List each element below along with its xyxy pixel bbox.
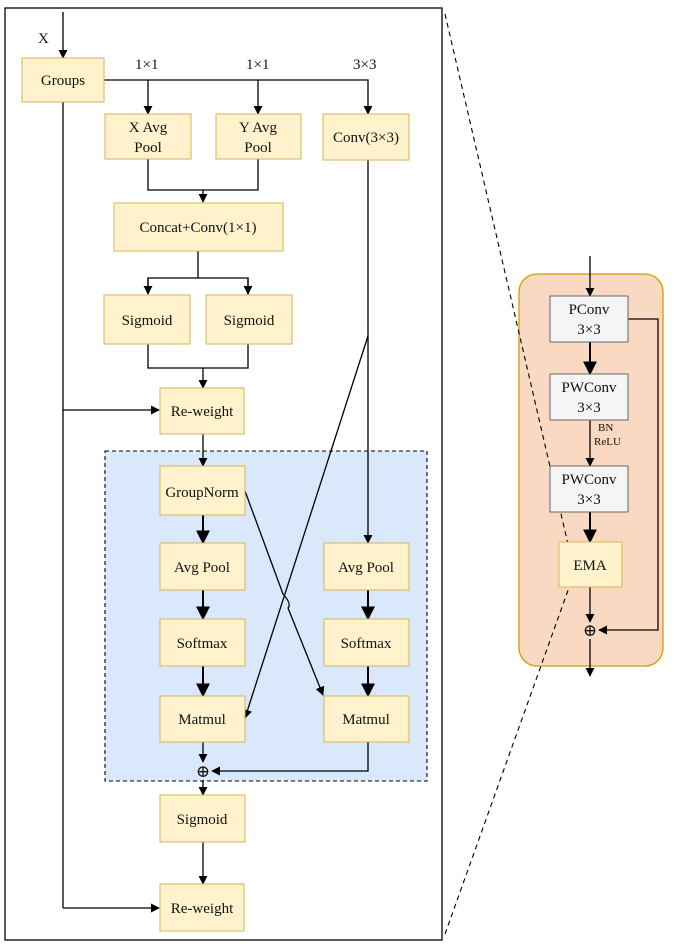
x-avg-pool-label-2: Pool	[134, 140, 162, 156]
sigmoid-bottom-label: Sigmoid	[177, 812, 228, 828]
block-connectors	[583, 256, 659, 677]
branch-label-1: 1×1	[135, 57, 158, 73]
node-conv3x3: Conv(3×3)	[322, 113, 410, 161]
reweight-top-label: Re-weight	[171, 404, 234, 420]
pconv-label-2: 3×3	[577, 322, 600, 338]
zoom-line-bottom	[444, 581, 572, 935]
zoom-line-top	[444, 13, 572, 558]
block-pwconv-2: PWConv 3×3	[549, 465, 629, 513]
concat-conv-label: Concat+Conv(1×1)	[140, 220, 257, 236]
node-softmax-left: Softmax	[159, 618, 246, 667]
node-avgpool-right: Avg Pool	[323, 542, 410, 591]
softmax-left-label: Softmax	[177, 636, 228, 652]
block-pwconv-1: PWConv 3×3	[549, 373, 629, 421]
node-reweight-top: Re-weight	[159, 387, 245, 435]
y-avg-pool-label-2: Pool	[244, 140, 272, 156]
block-plus-symbol: ⊕	[583, 621, 597, 640]
node-x-avg-pool: X Avg Pool	[104, 113, 192, 160]
matmul-right-label: Matmul	[342, 712, 390, 728]
branch-label-2: 1×1	[246, 57, 269, 73]
pwconv1-label-1: PWConv	[561, 380, 617, 396]
node-avgpool-left: Avg Pool	[159, 542, 246, 591]
block-ema: EMA	[558, 541, 623, 588]
relu-label: ReLU	[594, 436, 621, 448]
sigmoid-right-label: Sigmoid	[224, 313, 275, 329]
pwconv1-label-2: 3×3	[577, 400, 600, 416]
y-avg-pool-label-1: Y Avg	[239, 120, 277, 136]
branch-label-3: 3×3	[353, 57, 376, 73]
node-reweight-bottom: Re-weight	[159, 883, 245, 932]
node-matmul-right: Matmul	[323, 695, 410, 743]
x-avg-pool-label-1: X Avg	[129, 120, 168, 136]
avgpool-left-label: Avg Pool	[174, 560, 230, 576]
pwconv2-label-2: 3×3	[577, 492, 600, 508]
groupnorm-label: GroupNorm	[165, 485, 239, 501]
plus-symbol: ⊕	[196, 762, 210, 781]
ema-detail-frame	[4, 7, 443, 941]
node-sigmoid-left: Sigmoid	[103, 294, 191, 345]
bn-label: BN	[598, 422, 613, 434]
node-groups: Groups	[21, 57, 105, 103]
node-matmul-left: Matmul	[159, 695, 246, 743]
node-concat-conv: Concat+Conv(1×1)	[113, 202, 284, 252]
avgpool-right-label: Avg Pool	[338, 560, 394, 576]
node-sigmoid-bottom: Sigmoid	[159, 794, 246, 843]
block-pconv: PConv 3×3	[549, 295, 629, 343]
pconv-label-1: PConv	[569, 302, 610, 318]
softmax-right-label: Softmax	[341, 636, 392, 652]
ema-label: EMA	[573, 558, 607, 574]
node-sigmoid-right: Sigmoid	[205, 294, 293, 345]
connectors	[58, 12, 375, 913]
node-softmax-right: Softmax	[323, 618, 410, 667]
input-label: X	[38, 31, 49, 47]
conv3x3-label: Conv(3×3)	[333, 130, 399, 146]
node-y-avg-pool: Y Avg Pool	[215, 113, 302, 160]
reweight-bottom-label: Re-weight	[171, 901, 234, 917]
groups-label: Groups	[41, 73, 85, 89]
sigmoid-left-label: Sigmoid	[122, 313, 173, 329]
pwconv2-label-1: PWConv	[561, 472, 617, 488]
matmul-left-label: Matmul	[178, 712, 226, 728]
node-groupnorm: GroupNorm	[159, 465, 246, 516]
